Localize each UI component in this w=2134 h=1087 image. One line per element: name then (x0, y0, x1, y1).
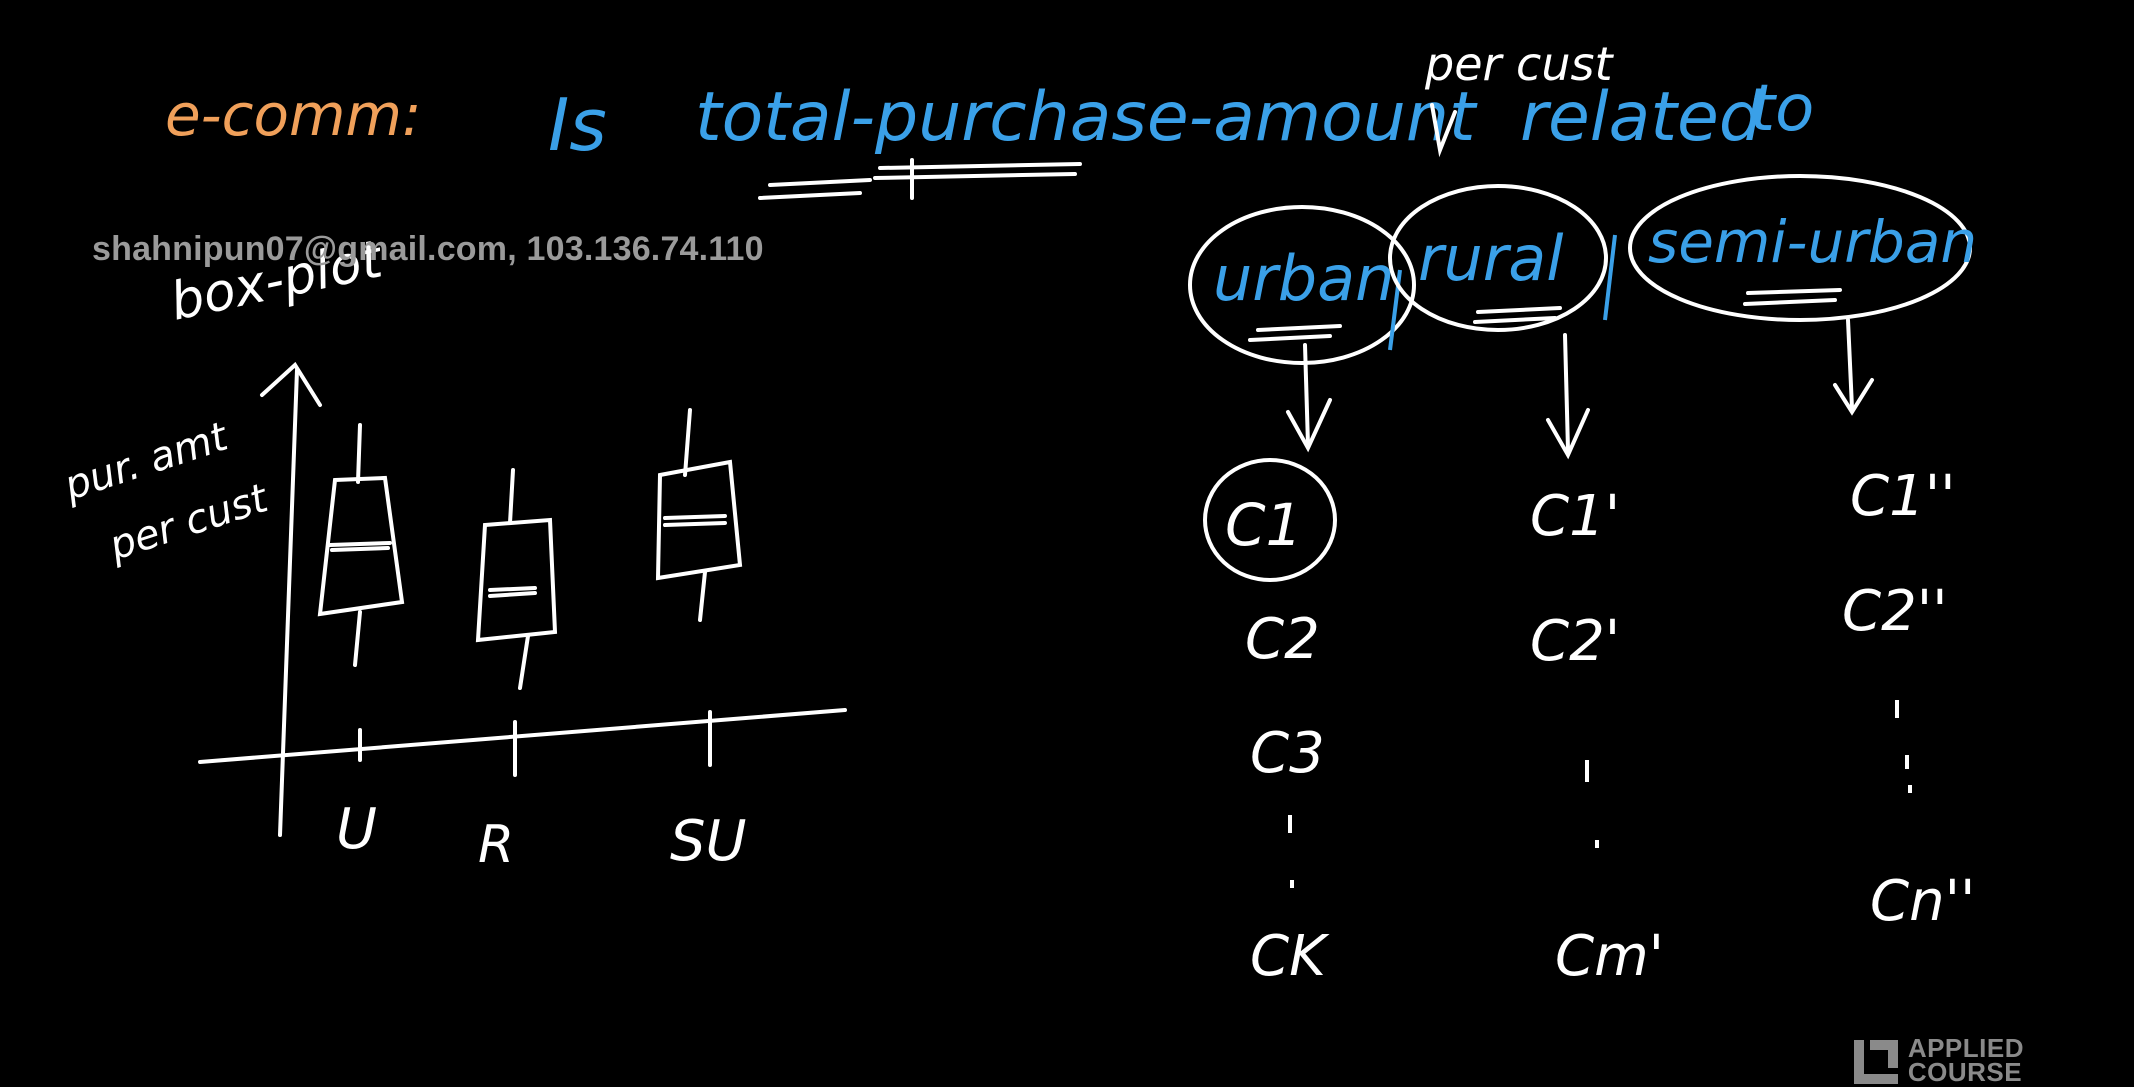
y-axis (278, 368, 299, 837)
y-axis-label: pur. amt per cust (58, 413, 274, 569)
x-tick-label-semi-urban: SU (670, 809, 747, 874)
box-semi-urban (655, 408, 743, 622)
customer-rural-2: C2' (1530, 609, 1620, 674)
customer-semi-urban-2: C2'' (1842, 579, 1948, 644)
semi-urban-ellipsis (1895, 700, 1912, 793)
slash-divider-2 (1603, 234, 1617, 321)
category-label-urban: urban (1213, 242, 1394, 315)
topic-label: e-comm: (165, 81, 422, 149)
highlight-circle-c1 (1203, 458, 1337, 582)
urban-ellipsis (1288, 815, 1294, 888)
customer-rural-m: Cm' (1555, 924, 1664, 989)
category-semi-urban: semi-urban (1628, 174, 1977, 322)
category-rural: rural (1388, 184, 1608, 332)
x-axis (198, 708, 847, 764)
viewer-watermark: shahnipun07@gmail.com, 103.136.74.110 (92, 230, 764, 268)
plot-axes (198, 361, 847, 837)
logo-mark-icon (1853, 1040, 1898, 1084)
customer-semi-urban-n: Cn'' (1870, 869, 1975, 934)
category-urban: urban (1188, 205, 1416, 365)
insert-note-per-cust: per cust (1424, 37, 1614, 91)
arrows-to-customers (1286, 318, 1874, 460)
x-tick-label-rural: R (478, 815, 514, 875)
category-underlines (1248, 288, 1842, 342)
rural-ellipsis (1585, 760, 1599, 848)
y-axis-arrowhead (260, 361, 322, 407)
insertion-caret (1430, 103, 1457, 158)
question-word-to: to (1750, 72, 1814, 146)
customer-rural-1: C1' (1530, 484, 1620, 549)
question-word-is: Is (548, 83, 607, 167)
logo-text-line-2: COURSE (1907, 1057, 2023, 1087)
category-label-semi-urban: semi-urban (1648, 208, 1977, 276)
category-label-rural: rural (1418, 222, 1564, 295)
applied-course-logo: APPLIED COURSE (1853, 1033, 2024, 1087)
underline-marks (758, 158, 1082, 200)
x-tick-label-urban: U (336, 797, 377, 862)
customer-urban-2: C2 (1245, 607, 1320, 672)
customer-semi-urban-1: C1'' (1850, 464, 1956, 529)
customer-urban-1: C1 (1225, 491, 1302, 559)
box-urban (317, 423, 405, 667)
customer-urban-k: CK (1250, 924, 1330, 989)
customer-urban-3: C3 (1250, 721, 1325, 786)
question-word-related: related (1520, 78, 1763, 157)
box-rural (475, 468, 558, 690)
logo-text-line-1: APPLIED (1907, 1033, 2024, 1063)
question-word-total-purchase-amount: total-purchase-amount (695, 78, 1478, 157)
